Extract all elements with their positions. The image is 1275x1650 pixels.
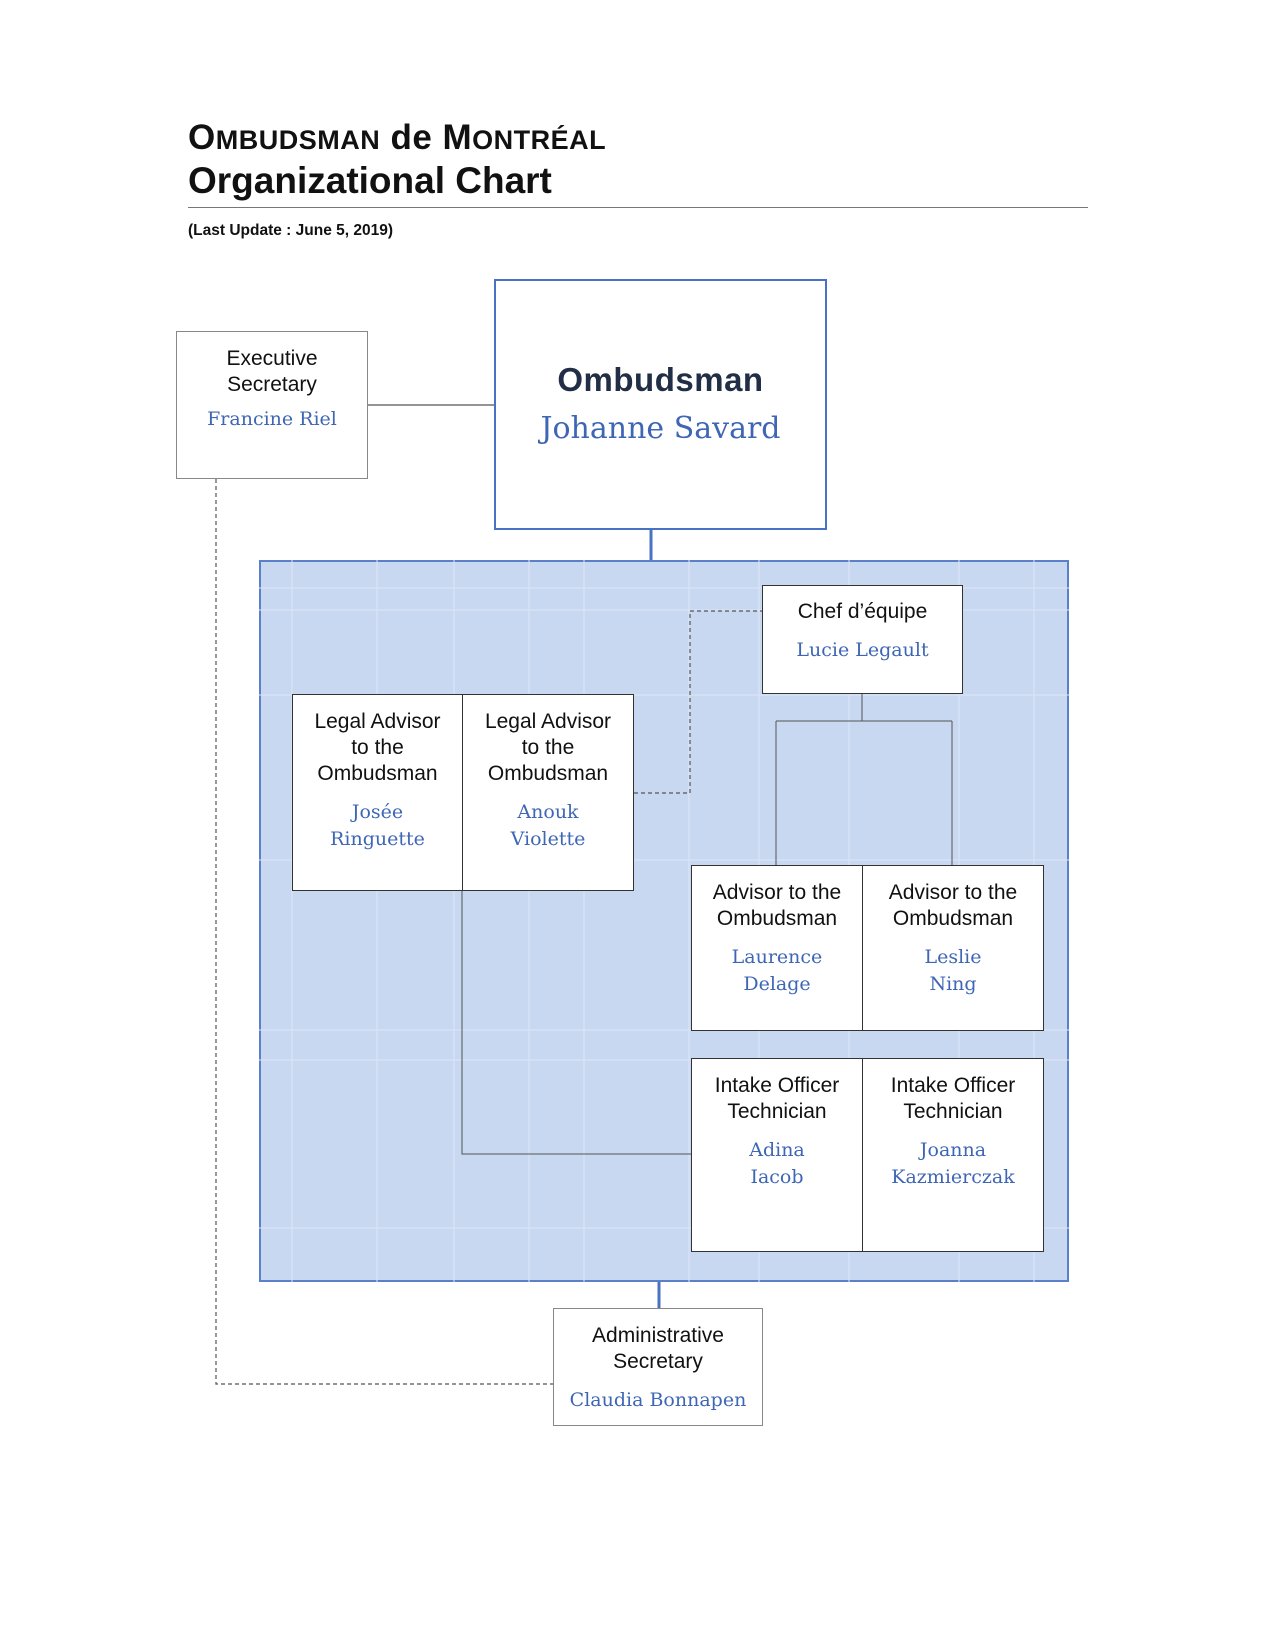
administrative-secretary-box: Administrative Secretary Claudia Bonnape… [553,1308,763,1426]
legal-advisor-2-role-line: Ombudsman [487,762,609,785]
advisor-1-name-line: Laurence [731,946,823,968]
legal-advisor-2-name-line: Anouk [517,801,579,823]
intake-officer-1-role-line: Intake Officer [714,1074,840,1097]
administrative-secretary-name: Claudia Bonnapen [569,1389,747,1411]
advisor-1-role-line: Ombudsman [716,907,838,930]
legal-advisor-1-box: Legal Advisor to the Ombudsman Josée Rin… [292,694,463,891]
organization-name: OMBUDSMAN de MONTRÉAL [188,118,607,157]
intake-officer-2-role-line: Technician [903,1100,1003,1123]
intake-officer-2-name-line: Kazmierczak [891,1166,1015,1188]
legal-advisor-1-name-line: Ringuette [330,828,425,850]
legal-advisor-1-role-line: Legal Advisor [314,710,441,733]
ombudsman-role: Ombudsman [557,361,764,398]
legal-advisor-1-role-line: Ombudsman [317,762,438,785]
header-divider [188,207,1088,208]
legal-advisor-1-name-line: Josée [351,801,404,823]
intake-officer-1-box: Intake Officer Technician Adina Iacob [691,1058,863,1252]
executive-secretary-box: Executive Secretary Francine Riel [176,331,368,479]
intake-officer-2-name-line: Joanna [919,1139,987,1161]
ombudsman-name: Johanne Savard [540,411,781,446]
legal-advisor-2-role-line: Legal Advisor [484,710,612,733]
advisor-1-role-line: Advisor to the [712,881,842,904]
legal-advisor-2-name-line: Violette [510,828,586,850]
administrative-secretary-role-line: Administrative [592,1324,724,1347]
legal-advisor-2-role-line: to the [521,736,575,759]
intake-officer-2-box: Intake Officer Technician Joanna Kazmier… [862,1058,1044,1252]
executive-secretary-name: Francine Riel [207,408,337,430]
advisor-2-name-line: Ning [929,973,977,995]
advisor-2-role-line: Advisor to the [888,881,1018,904]
chef-equipe-box: Chef d’équipe Lucie Legault [762,585,963,694]
advisor-2-name-line: Leslie [924,946,982,968]
intake-officer-1-name-line: Iacob [750,1166,804,1188]
chef-equipe-name: Lucie Legault [796,639,929,661]
last-update-text: (Last Update : June 5, 2019) [188,222,394,239]
executive-secretary-role: Executive Secretary [226,347,318,396]
chef-equipe-role: Chef d’équipe [797,600,928,623]
intake-officer-1-role-line: Technician [727,1100,827,1123]
advisor-2-box: Advisor to the Ombudsman Leslie Ning [862,865,1044,1031]
legal-advisor-2-box: Legal Advisor to the Ombudsman Anouk Vio… [462,694,634,891]
intake-officer-2-role-line: Intake Officer [890,1074,1016,1097]
legal-advisor-1-role-line: to the [351,736,404,759]
advisor-1-name-line: Delage [743,973,811,995]
administrative-secretary-role-line: Secretary [613,1350,703,1373]
advisor-2-role-line: Ombudsman [892,907,1014,930]
intake-officer-1-name-line: Adina [749,1139,805,1161]
page-title: Organizational Chart [188,160,552,201]
advisor-1-box: Advisor to the Ombudsman Laurence Delage [691,865,863,1031]
ombudsman-box: Ombudsman Johanne Savard [494,279,827,530]
